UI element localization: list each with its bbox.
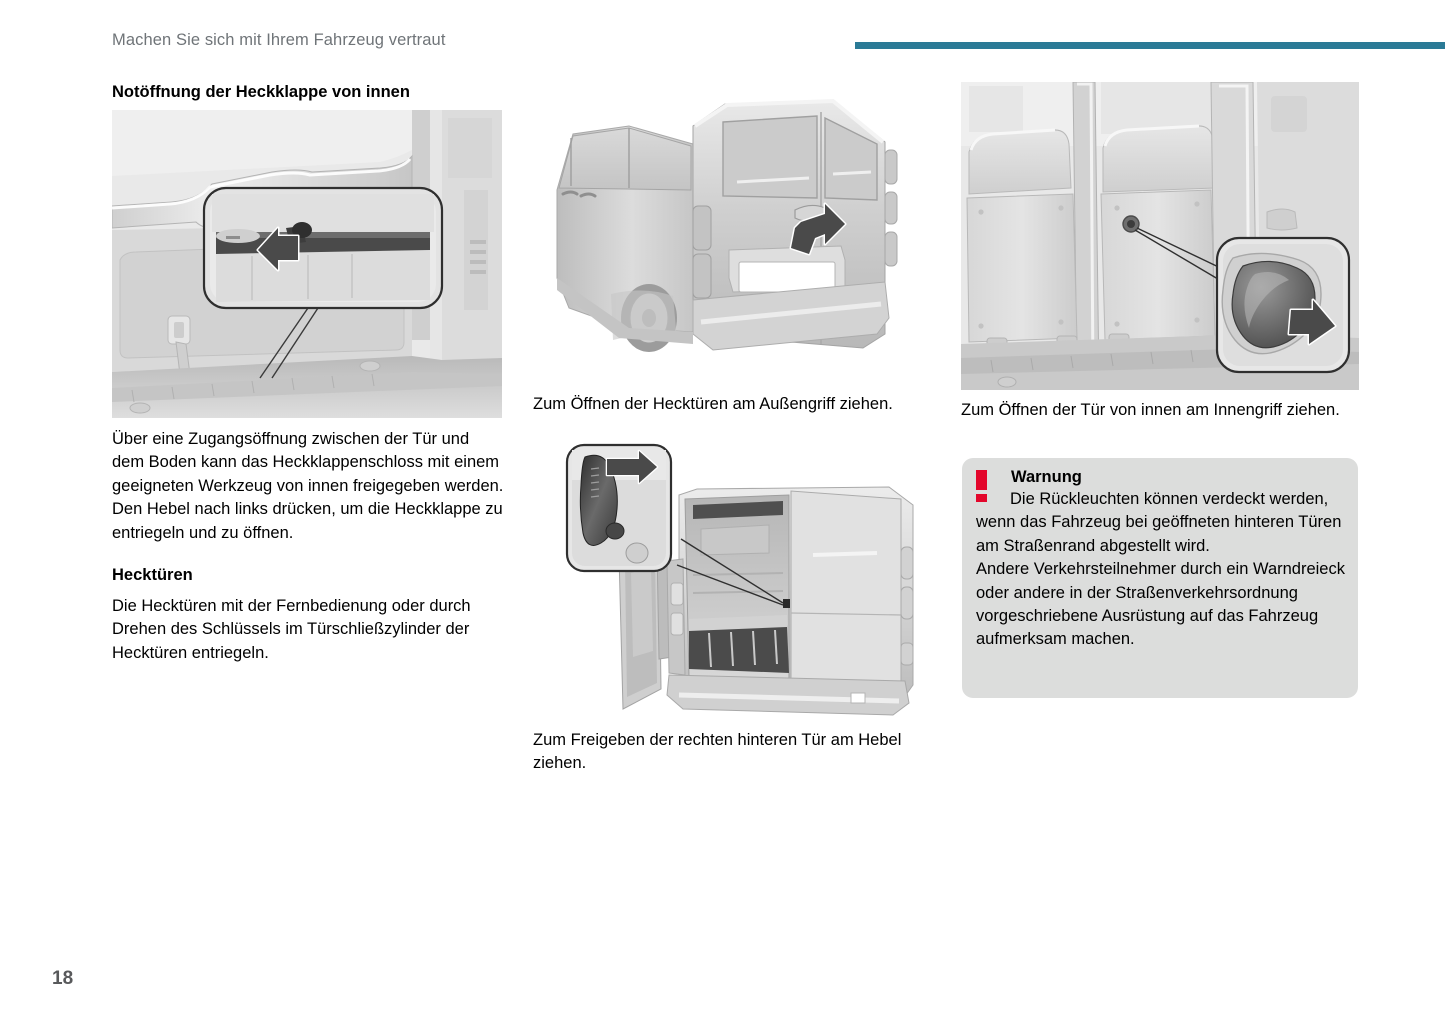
running-head: Machen Sie sich mit Ihrem Fahrzeug vertr…: [112, 31, 446, 49]
figure-van-rear-exterior-graphic: [533, 82, 927, 378]
caption-hebel-ziehen: Zum Freigeben der rechten hinteren Tür a…: [533, 731, 902, 773]
exclamation-icon: [976, 470, 988, 502]
figure-van-rear-open-graphic: [533, 443, 927, 728]
section-heading-hecktueren: Hecktüren: [112, 566, 193, 584]
figure-cargo-latch-graphic: [112, 110, 502, 418]
paragraph-zugangsoeffnung: Über eine Zugangsöffnung zwischen der Tü…: [112, 430, 504, 542]
warning-text-2: Andere Verkehrsteilnehmer durch ein Warn…: [976, 560, 1345, 649]
figure-van-rear-exterior: [533, 82, 927, 378]
figure-interior-handle: [961, 82, 1359, 390]
warning-text-1: Die Rückleuchten können verdeckt werden,…: [976, 490, 1342, 555]
warning-body: Die Rückleuchten können verdeckt werden,…: [976, 488, 1348, 652]
section-heading-notoeffnung: Notöffnung der Heckklappe von innen: [112, 83, 410, 101]
caption-innengriff: Zum Öffnen der Tür von innen am Innengri…: [961, 401, 1340, 419]
figure-cargo-latch: [112, 110, 502, 418]
figure-van-rear-open: [533, 443, 927, 728]
header-rule: [855, 42, 1445, 49]
page-number: 18: [52, 968, 74, 989]
warning-title: Warnung: [1011, 468, 1082, 486]
caption-aussengriff: Zum Öffnen der Hecktüren am Außengriff z…: [533, 395, 893, 413]
figure-interior-handle-graphic: [961, 82, 1359, 390]
paragraph-hecktueren: Die Hecktüren mit der Fernbedienung oder…: [112, 597, 471, 662]
warning-box: Warnung Die Rückleuchten können verdeckt…: [962, 458, 1358, 698]
